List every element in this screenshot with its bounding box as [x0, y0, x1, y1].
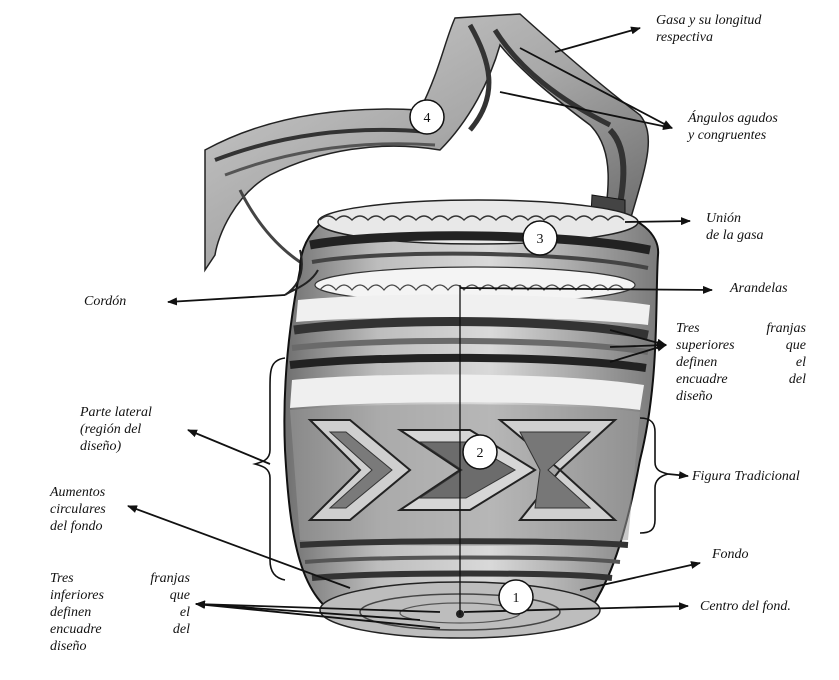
- marker-2: 2: [462, 434, 498, 470]
- label-gasa: Gasa y su longitud respectiva: [656, 13, 762, 45]
- arrow-figura: [667, 471, 689, 480]
- arrow-union: [624, 217, 691, 226]
- svg-text:4: 4: [424, 111, 431, 126]
- label-parte-lateral: Parte lateral (región del diseño): [80, 405, 152, 454]
- marker-4: 4: [409, 99, 445, 135]
- label-tres-inferiores: Tres franjas inferiores que definen el e…: [50, 571, 190, 654]
- arrow-tres-inf-3: [195, 600, 441, 629]
- arrow-aumentos: [127, 505, 351, 589]
- marker-3: 3: [522, 220, 558, 256]
- arrow-arandelas: [459, 285, 713, 294]
- left-brace: [252, 357, 286, 581]
- label-angulos: Ángulos agudos y congruentes: [688, 111, 778, 143]
- label-fondo: Fondo: [712, 547, 749, 562]
- label-arandelas: Arandelas: [730, 281, 788, 296]
- arrow-fondo: [579, 561, 701, 591]
- arrow-cordon: [167, 294, 286, 306]
- label-centro: Centro del fond.: [700, 599, 791, 614]
- arrow-angulos-1: [499, 91, 673, 131]
- marker-1: 1: [498, 579, 534, 615]
- arrow-tres-sup-1: [609, 329, 667, 347]
- pointer-arrows: [127, 26, 713, 629]
- svg-text:2: 2: [477, 446, 484, 461]
- arrow-parte-lateral: [187, 429, 271, 465]
- arrow-gasa: [554, 26, 641, 53]
- arrow-tres-sup-3: [609, 343, 667, 363]
- label-cordon: Cordón: [84, 294, 127, 309]
- label-tres-superiores: Tres franjas superiores que definen el e…: [676, 321, 806, 404]
- arrow-angulos-2: [519, 47, 673, 129]
- svg-text:1: 1: [513, 591, 520, 606]
- label-aumentos: Aumentos circulares del fondo: [50, 485, 106, 534]
- arrow-tres-inf-1: [195, 600, 421, 621]
- svg-text:3: 3: [537, 232, 544, 247]
- label-union: Unión de la gasa: [706, 211, 764, 243]
- label-figura-tradicional: Figura Tradicional: [692, 469, 800, 484]
- arrow-centro: [463, 602, 689, 613]
- bag-body: [283, 199, 660, 639]
- arrow-tres-inf-2: [195, 600, 441, 613]
- strap: [204, 13, 650, 273]
